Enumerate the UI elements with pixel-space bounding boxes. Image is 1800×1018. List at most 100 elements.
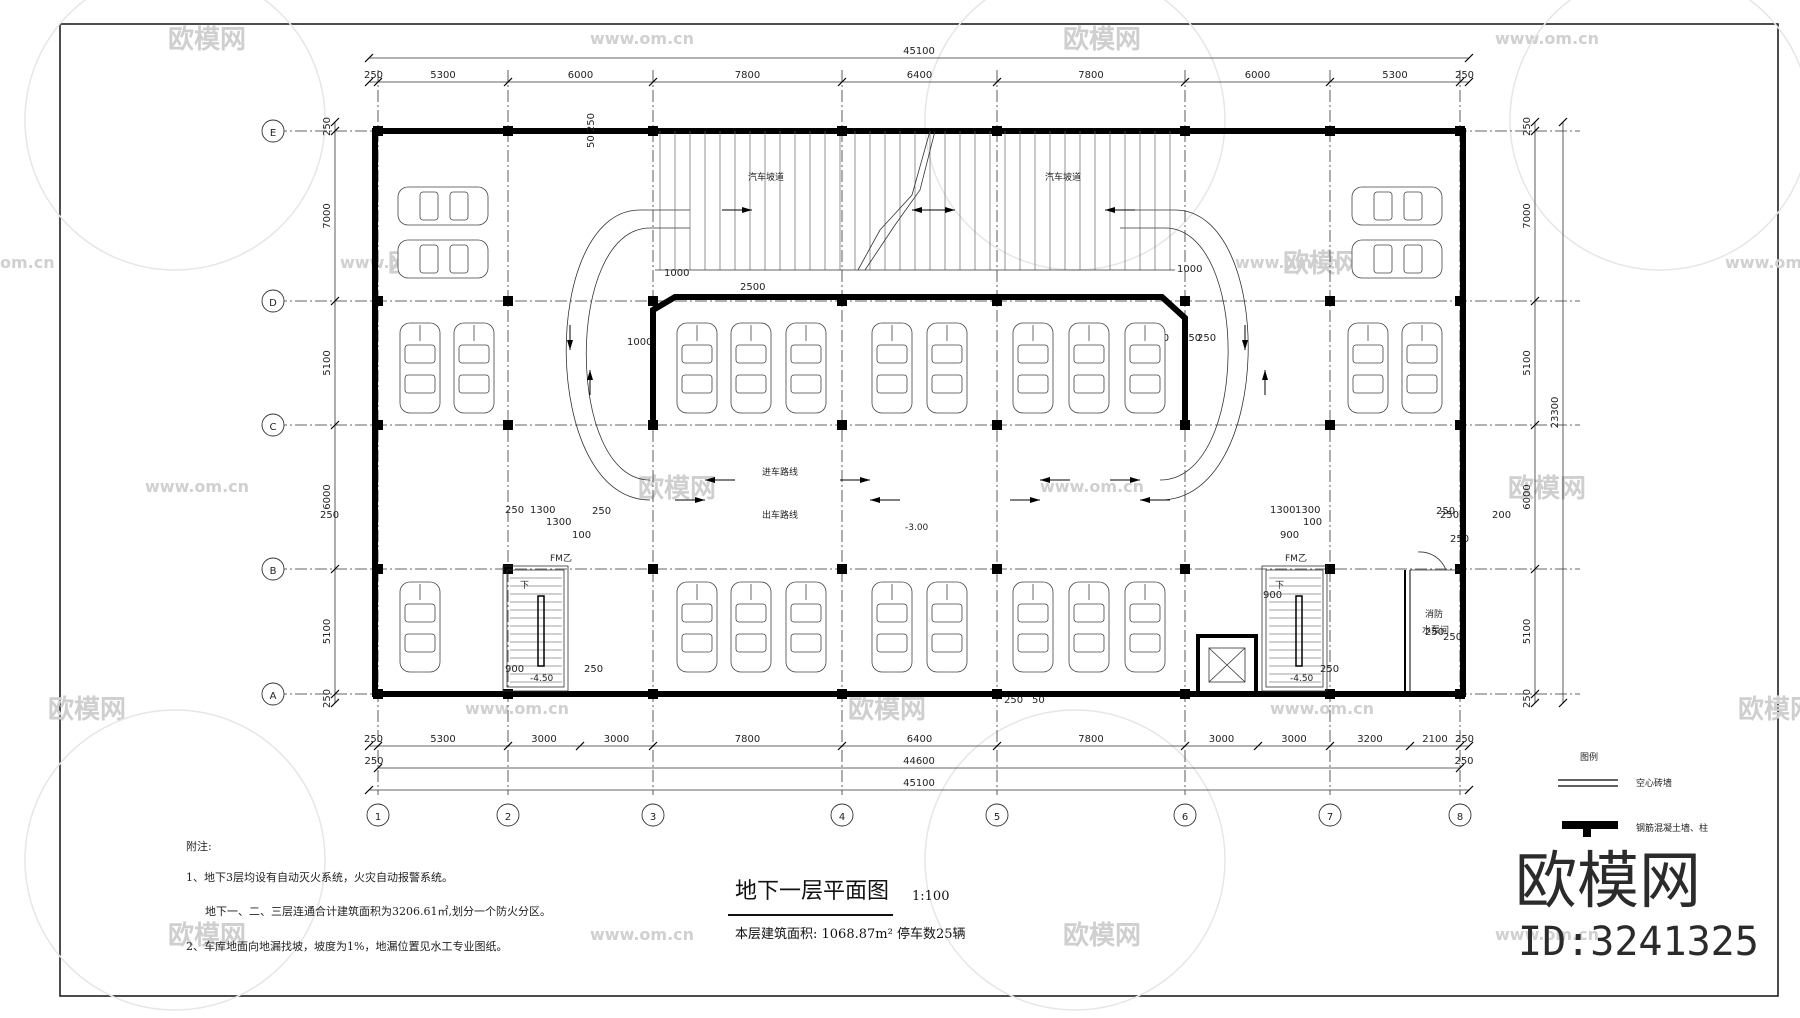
watermark-url-short: om.cn: [0, 253, 55, 272]
dim-bottom-label: 6400: [907, 734, 932, 745]
traffic-arrow: [1110, 477, 1140, 483]
dim-top-label: 5300: [1382, 70, 1407, 81]
dim-tick: [1530, 117, 1540, 127]
column: [648, 689, 658, 699]
dim-tick: [648, 77, 658, 87]
legend-item-2: 钢筋混凝土墙、柱: [1636, 822, 1708, 834]
car-vertical: [871, 322, 913, 414]
column: [1325, 689, 1335, 699]
drawing-frame: [59, 23, 1779, 997]
dim-tick: [364, 785, 374, 795]
dim-tick: [1455, 763, 1465, 773]
car-vertical: [1347, 322, 1389, 414]
axis-bubble: [1173, 803, 1197, 827]
car-vertical: [785, 581, 827, 673]
column: [992, 126, 1002, 136]
dim-tick: [330, 296, 340, 306]
dim-bottom-label: 7800: [1078, 734, 1103, 745]
dim-tick: [373, 763, 383, 773]
dim-left-label: 5100: [322, 619, 333, 644]
watermark-url: www.om.cn: [590, 925, 694, 944]
dim-misc-label: 1000: [664, 268, 689, 279]
level-stair-left: -4.50: [530, 674, 554, 684]
column: [1180, 126, 1190, 136]
dim-tick: [1180, 741, 1190, 751]
dim-bottom-label: 2100: [1422, 734, 1447, 745]
column: [648, 126, 658, 136]
dim-top-label: 7800: [1078, 70, 1103, 81]
column: [648, 420, 658, 430]
plan-title: 地下一层平面图: [735, 879, 889, 904]
dim-bottom-label: 7800: [735, 734, 760, 745]
column: [992, 420, 1002, 430]
dim-tick: [503, 77, 513, 87]
dim-misc-label: 100: [1303, 517, 1322, 528]
column: [837, 420, 847, 430]
column: [837, 689, 847, 699]
column: [503, 296, 513, 306]
ramp-label-right: 汽车坡道: [1045, 171, 1081, 183]
car-vertical: [676, 581, 718, 673]
dim-misc-label: 250: [1425, 627, 1444, 638]
dim-misc-label: 250: [1450, 534, 1469, 545]
dim-misc-label: 250: [592, 506, 611, 517]
dim-top-label: 250: [364, 70, 383, 81]
stair-left: [502, 565, 569, 692]
dim-misc-label: 200: [1492, 510, 1511, 521]
dim-tick: [330, 126, 340, 136]
dim-tick: [364, 77, 374, 87]
plan-area: 本层建筑面积: 1068.87m² 停车数25辆: [735, 926, 965, 942]
car-vertical: [1012, 322, 1054, 414]
traffic-arrow: [675, 497, 705, 503]
axis-label-column: 2: [505, 812, 511, 823]
dim-tick: [837, 741, 847, 751]
watermark-url: www.om.cn: [1495, 925, 1599, 944]
dim-tick: [373, 741, 383, 751]
dim-bottom-label: 3000: [604, 734, 629, 745]
dim-left-label: 5100: [322, 350, 333, 375]
column: [837, 126, 847, 136]
column: [503, 689, 513, 699]
watermark-url: www.om.cn: [145, 477, 249, 496]
note-2: 2、车库地面向地漏找坡，坡度为1%，地漏位置见水工专业图纸。: [186, 939, 507, 953]
structural-columns: [373, 126, 1465, 699]
axis-label-column: 3: [650, 812, 656, 823]
dim-tick: [1558, 117, 1568, 127]
axis-bubble: [985, 803, 1009, 827]
brand-name: 欧模网: [1515, 844, 1701, 917]
axis-bubble: [496, 803, 520, 827]
axis-bubble: [261, 413, 285, 437]
brand-id: ID:3241325: [1518, 919, 1759, 965]
axis-bubble: [261, 682, 285, 706]
axis-label-column: 4: [839, 812, 845, 823]
dim-misc-label: 250: [1443, 632, 1462, 643]
car-vertical: [453, 322, 495, 414]
column: [1455, 296, 1465, 306]
traffic-arrow: [567, 325, 573, 350]
watermark-url: www.om.cn: [1270, 699, 1374, 718]
axis-label-row: D: [269, 298, 277, 309]
column: [1325, 126, 1335, 136]
car-vertical: [1012, 581, 1054, 673]
watermark-url: www.om.cn: [590, 29, 694, 48]
dim-bottom-label: 3200: [1357, 734, 1382, 745]
axis-label-row: C: [270, 422, 277, 433]
watermark-circle: [924, 709, 1226, 1011]
note-1b: 地下一、二、三层连通合计建筑面积为3206.61㎡,划分一个防火分区。: [205, 904, 551, 918]
watermark-url: www.om.cn: [1725, 253, 1800, 272]
dim-misc-label: 250: [1320, 664, 1339, 675]
dim-misc-label: 250: [584, 664, 603, 675]
car-vertical: [1401, 322, 1443, 414]
car-horizontal: [397, 186, 489, 226]
dim-tick: [1464, 53, 1474, 63]
watermark-logo: 欧模网: [1738, 694, 1800, 725]
stair-right: [1261, 565, 1328, 692]
dim-tick: [373, 77, 383, 87]
outer-wall: [372, 128, 1466, 697]
column: [503, 126, 513, 136]
lane-in-label: 进车路线: [762, 466, 798, 478]
car-vertical: [1124, 581, 1166, 673]
